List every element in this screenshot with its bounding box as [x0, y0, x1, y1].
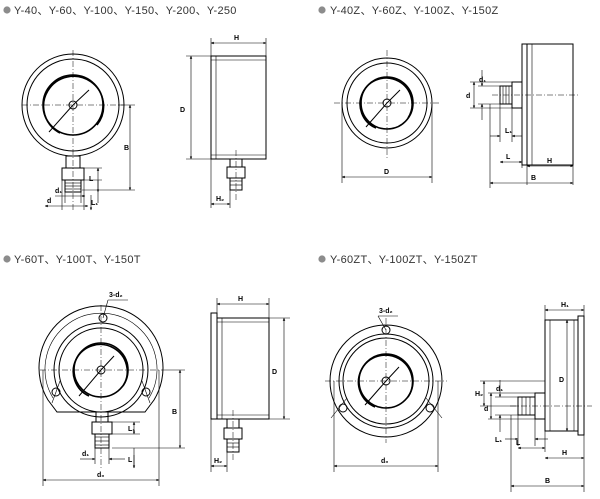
- gauge-side-view-4: [510, 315, 592, 436]
- dimensions-front-3: 3-d₂ B d₁ L₁ L d₀: [42, 292, 185, 486]
- gauge-side-view-2: [492, 43, 580, 166]
- dim-label-B: B: [531, 175, 536, 182]
- dim-label-L: L: [128, 457, 133, 464]
- bullet-icon: [318, 255, 326, 263]
- dim-label-d1: d₁: [55, 188, 62, 195]
- gauge-side-view-3: [210, 312, 270, 460]
- dimensions-side-2: d₁ d L₁ L H B: [466, 70, 574, 188]
- dim-label-d1: d₁: [496, 386, 503, 393]
- heading-text-1: Y-40、Y-60、Y-100、Y-150、Y-200、Y-250: [14, 5, 237, 17]
- dimensions-side-3: H D H₂: [210, 296, 290, 472]
- dim-label-L1: L₁: [495, 437, 502, 444]
- dim-label-L: L: [506, 154, 511, 161]
- heading-y-z: Y-40Z、Y-60Z、Y-100Z、Y-150Z: [318, 5, 498, 17]
- dimensions-front-2: D: [341, 103, 433, 183]
- gauge-side-view-1: [210, 55, 267, 200]
- dim-label-3-d2: 3-d₂: [109, 292, 123, 299]
- bullet-icon: [3, 255, 11, 263]
- dim-label-L1: L₁: [505, 128, 512, 135]
- dim-label-B: B: [124, 145, 129, 152]
- dim-label-D: D: [559, 377, 564, 384]
- dim-label-d: d: [484, 406, 488, 413]
- dim-label-3-d2: 3-d₂: [379, 308, 393, 315]
- gauge-front-view-4: [325, 318, 447, 443]
- dim-label-H2: H₂: [214, 458, 222, 465]
- dim-label-H: H: [562, 450, 567, 457]
- dim-label-H2: H₂: [475, 391, 483, 398]
- dim-label-d1: d₁: [82, 451, 89, 458]
- dimensions-side-4: H₁ H₂ d₁ d D L₁ L H: [475, 302, 585, 492]
- gauge-front-view-2: [334, 50, 440, 158]
- dimensions-side-1: H D H₂: [180, 35, 267, 208]
- dim-label-L: L: [516, 440, 521, 447]
- dim-label-H: H: [234, 35, 239, 42]
- bullet-icon: [3, 6, 11, 14]
- dim-label-d0: d₀: [97, 472, 104, 479]
- dim-label-H: H: [238, 296, 243, 303]
- dimensions-front-1: B L L₁ d d₁: [44, 104, 135, 211]
- dim-label-D: D: [272, 369, 277, 376]
- dim-label-D: D: [384, 169, 389, 176]
- dim-label-L1: L₁: [128, 426, 135, 433]
- heading-text-4: Y-60ZT、Y-100ZT、Y-150ZT: [330, 254, 478, 266]
- gauge-front-view-1: [21, 50, 125, 210]
- heading-text-3: Y-60T、Y-100T、Y-150T: [14, 254, 141, 266]
- dim-label-D: D: [180, 107, 185, 114]
- heading-y-zt: Y-60ZT、Y-100ZT、Y-150ZT: [318, 254, 478, 266]
- bullet-icon: [318, 6, 326, 14]
- dim-label-B: B: [545, 478, 550, 485]
- dim-label-L1: L₁: [91, 200, 98, 207]
- heading-y-standard: Y-40、Y-60、Y-100、Y-150、Y-200、Y-250: [3, 5, 236, 17]
- dim-label-d: d: [466, 93, 470, 100]
- dim-label-H2: H₂: [216, 196, 224, 203]
- gauge-front-view-3: [38, 305, 165, 470]
- heading-text-2: Y-40Z、Y-60Z、Y-100Z、Y-150Z: [330, 5, 499, 17]
- dim-label-d1: d₁: [479, 77, 486, 84]
- dim-label-d0: d₀: [381, 458, 388, 465]
- dim-label-d: d: [47, 198, 51, 205]
- dim-label-H: H: [547, 158, 552, 165]
- heading-y-t: Y-60T、Y-100T、Y-150T: [3, 254, 140, 266]
- dimensions-front-4: 3-d₂ d₀: [333, 308, 439, 472]
- dim-label-B: B: [172, 409, 177, 416]
- dim-label-H1: H₁: [561, 302, 569, 309]
- dim-label-L: L: [89, 176, 94, 183]
